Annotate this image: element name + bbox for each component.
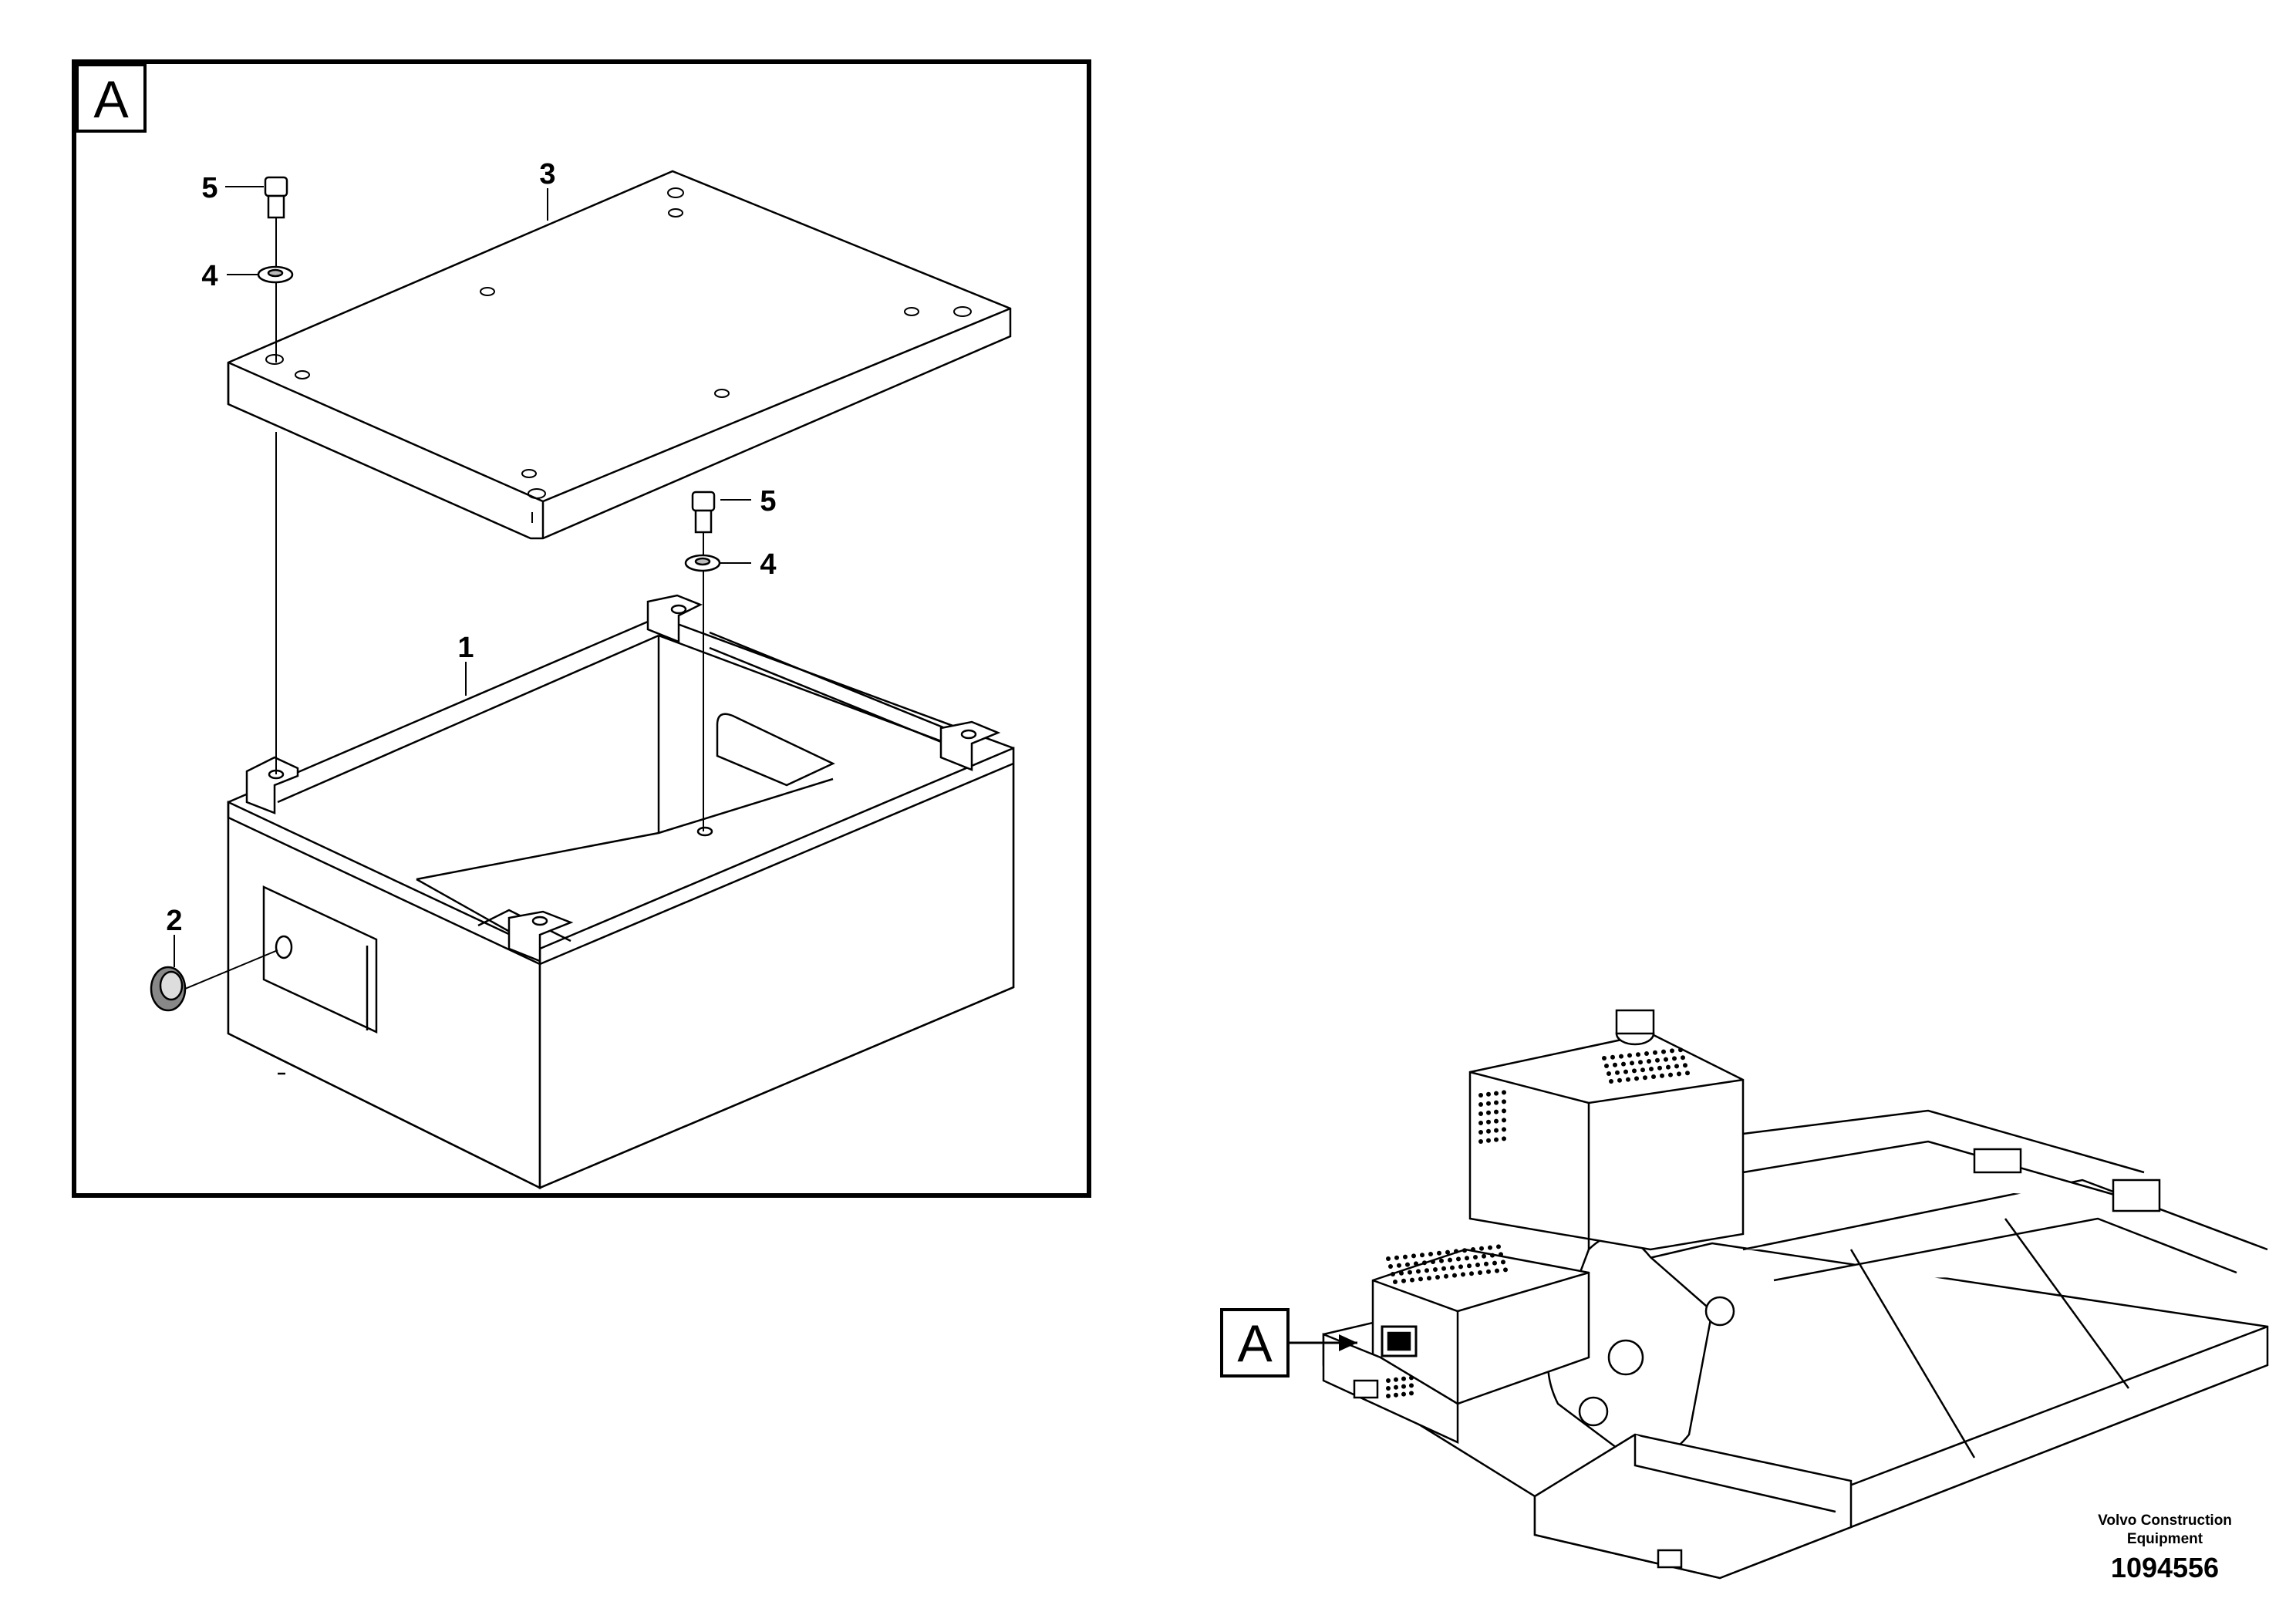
- assembly-lines: [184, 218, 704, 990]
- washer-left: [257, 265, 294, 284]
- locator-view-label: A: [1237, 1314, 1273, 1373]
- plug: [150, 966, 187, 1012]
- box-brackets: [245, 594, 1001, 963]
- callout-5-right: 5: [760, 485, 776, 518]
- bolt-left: [264, 176, 288, 219]
- battery-box: [227, 594, 1015, 1190]
- lid-holes: [265, 187, 972, 523]
- callout-5-left: 5: [201, 172, 217, 204]
- locator-callout: A: [1220, 1308, 1357, 1378]
- lid-plate: [227, 170, 1012, 540]
- company-name: Volvo Construction Equipment: [2098, 1512, 2232, 1547]
- leader-lines: [174, 186, 751, 967]
- washer-right: [684, 554, 721, 572]
- callout-4-left: 4: [201, 260, 217, 292]
- machine-frame-locator: [1322, 1009, 2269, 1580]
- access-panel: [262, 885, 378, 1034]
- detail-frame-a: A: [72, 59, 1091, 1198]
- callout-2: 2: [166, 905, 182, 937]
- callout-4-right: 4: [760, 548, 776, 581]
- detail-view-label: A: [93, 70, 129, 129]
- callout-1: 1: [457, 632, 474, 664]
- perforation-pattern: [1386, 1047, 1690, 1398]
- bolt-right: [691, 491, 716, 534]
- drawing-number: 1094556: [2110, 1552, 2220, 1583]
- callout-3: 3: [539, 158, 555, 191]
